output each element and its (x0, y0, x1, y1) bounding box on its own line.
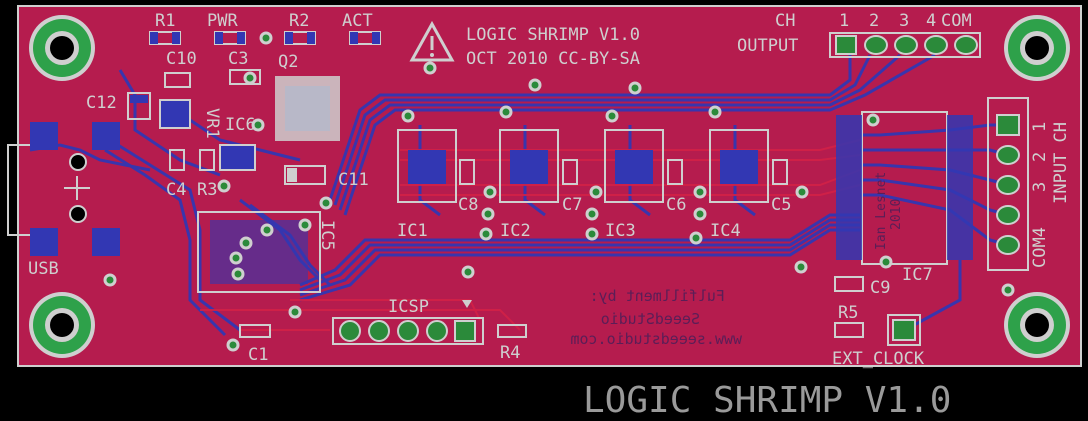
icsp-header (332, 300, 484, 345)
label-c7: C7 (562, 195, 582, 215)
mount-hole-top-left (29, 15, 95, 81)
label-c3: C3 (228, 49, 248, 69)
label-icsp: ICSP (388, 297, 429, 317)
label-out-ch2: 2 (869, 11, 879, 31)
label-ext-clock: EXT_CLOCK (832, 349, 925, 369)
bottom-silk-url: www.seeedstudio.com (570, 330, 742, 348)
mount-hole-bottom-left (29, 292, 95, 358)
label-c11: C11 (338, 170, 369, 190)
board-subtitle: OCT 2010 CC-BY-SA (466, 49, 640, 69)
label-c10: C10 (166, 49, 197, 69)
label-c12: C12 (86, 93, 117, 113)
label-in1: 1 (1030, 122, 1050, 132)
mount-holes (29, 15, 1070, 358)
label-ic2: IC2 (500, 221, 531, 241)
buffer-ics (397, 129, 788, 203)
label-in2: 2 (1030, 152, 1050, 162)
label-ic7: IC7 (902, 265, 933, 285)
label-out-ch4: 4 (926, 11, 936, 31)
label-c4: C4 (166, 180, 186, 200)
label-c9: C9 (870, 278, 890, 298)
ic5-chip (197, 211, 321, 293)
label-c5: C5 (771, 195, 791, 215)
label-act: ACT (342, 11, 373, 31)
label-output: OUTPUT (737, 36, 798, 56)
mount-hole-bottom-right (1004, 292, 1070, 358)
input-header (987, 97, 1029, 271)
label-r3: R3 (197, 180, 217, 200)
bottom-silk-seeed: SeeedStudio (601, 310, 700, 328)
label-out-ch1: 1 (839, 11, 849, 31)
label-pwr: PWR (207, 11, 238, 31)
usb-connector (7, 122, 120, 256)
label-out-com: COM (941, 11, 972, 31)
label-ic1: IC1 (397, 221, 428, 241)
label-input-ch: INPUT CH (1051, 122, 1071, 204)
board-caption: LOGIC SHRIMP V1.0 (583, 380, 951, 421)
label-c8: C8 (458, 195, 478, 215)
vias (103, 31, 1015, 352)
label-ic4: IC4 (710, 221, 741, 241)
bottom-silk-fulfillment: Fulfillment by: (590, 287, 725, 305)
label-ic6: IC6 (225, 115, 256, 135)
smd-parts-top-left (127, 31, 527, 338)
label-q2: Q2 (278, 52, 298, 72)
label-ic3: IC3 (605, 221, 636, 241)
mount-hole-top-right (1004, 15, 1070, 81)
label-vr1: VR1 (202, 108, 222, 139)
bottom-silk: Fulfillment by: SeeedStudio www.seeedstu… (570, 172, 904, 348)
label-c1: C1 (248, 345, 268, 365)
label-r1: R1 (155, 11, 175, 31)
board-title: LOGIC SHRIMP V1.0 (466, 25, 640, 45)
label-out-ch3: 3 (899, 11, 909, 31)
label-ch: CH (775, 11, 795, 31)
label-usb: USB (28, 259, 59, 279)
label-r5: R5 (838, 303, 858, 323)
silkscreen-labels: LOGIC SHRIMP V1.0 OCT 2010 CC-BY-SA R1 P… (28, 11, 1071, 369)
warning-icon (409, 20, 455, 62)
label-ic5: IC5 (317, 220, 337, 251)
output-header (829, 32, 981, 58)
label-in3: 3 (1030, 182, 1050, 192)
ext-clock-pad (834, 276, 921, 346)
label-r2: R2 (289, 11, 309, 31)
label-in-com4: COM4 (1030, 227, 1050, 268)
label-c6: C6 (666, 195, 686, 215)
ic7-chip (836, 111, 973, 265)
bottom-silk-year: 2010 (889, 199, 904, 230)
label-r4: R4 (500, 343, 520, 363)
bottom-silk-designer: Ian Lesnet (874, 172, 889, 250)
